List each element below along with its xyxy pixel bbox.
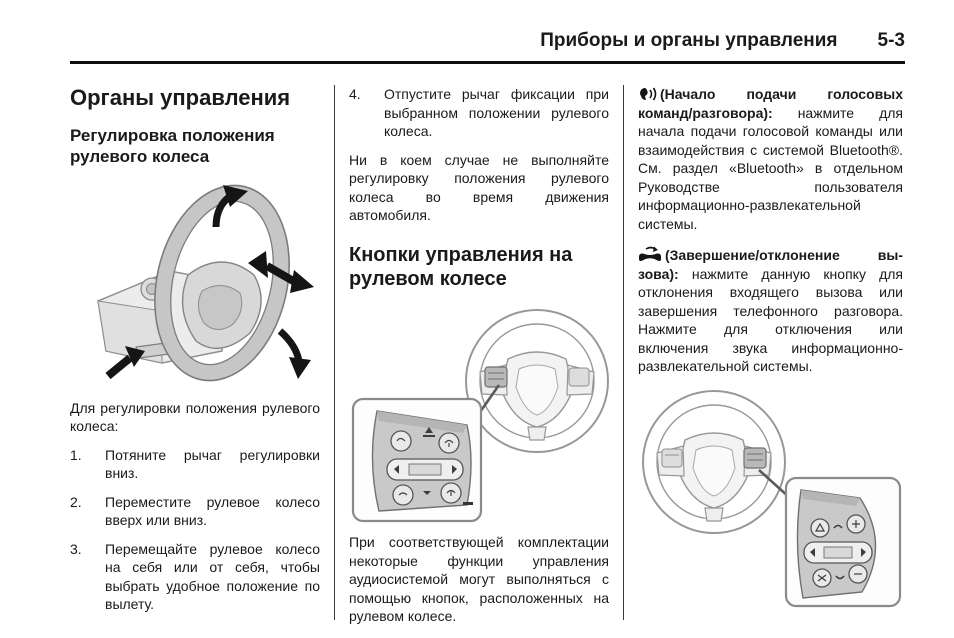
steering-wheel-right-buttons-figure [638, 386, 903, 633]
column-3: (Начало подачи голосовых команд/разговор… [638, 85, 903, 632]
page-header: Приборы и органы управления 5-3 [70, 30, 905, 64]
steering-wheel-adjustment-figure [70, 183, 320, 393]
adjustment-intro: Для регулировки положения руле­вого коле… [70, 399, 320, 435]
list-number: 4. [349, 86, 361, 102]
header-page-number: 5-3 [877, 30, 905, 51]
list-number: 3. [70, 540, 82, 557]
subsection-heading: Регулировка положения рулевого колеса [70, 126, 275, 166]
page-content: Органы управления Регулировка положения … [70, 85, 903, 632]
list-item: 4. Отпустите рычаг фиксации при выбранно… [349, 85, 609, 141]
voice-command-text: нажмите для начала подачи голосовой кома… [638, 104, 903, 232]
column-2: 4. Отпустите рычаг фиксации при выбранно… [349, 85, 609, 626]
list-text: Потяните рычаг регулировки вниз. [105, 446, 320, 482]
voice-command-paragraph: (Начало подачи голосовых команд/разговор… [638, 85, 903, 233]
end-call-text: нажмите данную кнопку для отклонения вхо… [638, 265, 904, 375]
tilt-down-arrow-icon [277, 328, 311, 379]
list-item: 1. Потяните рычаг регулировки вниз. [70, 446, 320, 483]
section-heading: Кнопки управления на рулевом колесе [349, 243, 573, 290]
list-number: 1. [70, 446, 82, 463]
steering-wheel-left-buttons-figure [349, 299, 609, 532]
tilt-up-arrow-icon [212, 185, 248, 228]
telescope-arrow-icon [248, 251, 314, 293]
list-text: Переместите рулевое колесо вверх или вни… [105, 493, 320, 529]
voice-command-lead: (Начало подачи голосовых команд/разговор… [638, 86, 903, 121]
steering-wheel-right-button-pad-callout-icon [642, 389, 902, 607]
column-divider [623, 85, 624, 620]
buttons-caption: При соответствующей комплек­тации некото… [349, 534, 609, 624]
column-divider [334, 85, 335, 620]
header-title: Приборы и органы управления [540, 30, 838, 51]
column-1: Органы управления Регулировка положения … [70, 85, 320, 614]
voice-command-icon [638, 86, 657, 102]
end-call-icon [638, 246, 662, 263]
steering-wheel-tilt-telescope-diagram-icon [97, 184, 314, 382]
end-call-lead: (Завершение/отклонение вы­зова): [638, 247, 903, 282]
warning-paragraph: Ни в коем случае не выполняйте регулиров… [349, 151, 609, 224]
list-item: 2. Переместите рулевое колесо вверх или … [70, 493, 320, 530]
lever-arrow-icon [105, 346, 145, 380]
list-item: 3. Перемещайте рулевое ко­лесо на себя и… [70, 540, 320, 614]
list-text: Перемещайте рулевое ко­лесо на себя или … [105, 540, 320, 613]
list-number: 2. [70, 493, 82, 510]
steering-wheel-left-button-pad-callout-icon [351, 308, 609, 522]
section-heading: Органы управления [70, 85, 291, 110]
end-call-paragraph: (Завершение/отклонение вы­зова): нажмите… [638, 246, 903, 376]
list-text: Отпустите рычаг фиксации при выбранном п… [384, 86, 609, 139]
